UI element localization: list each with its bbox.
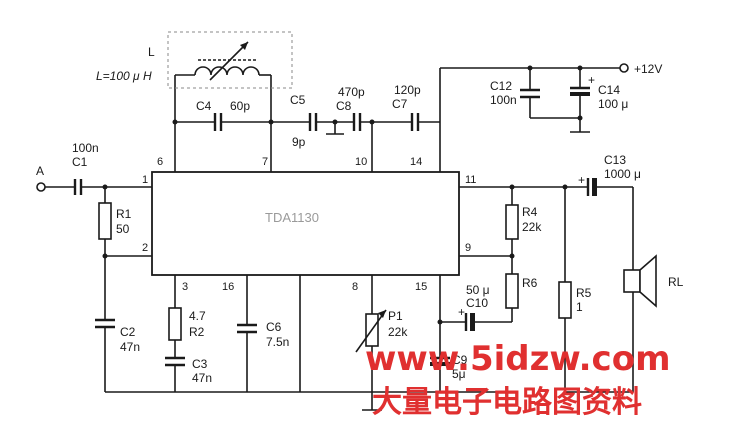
pin-1: 1 — [142, 174, 148, 186]
c14-value: 100 μ — [598, 97, 628, 111]
inductor-shield — [167, 31, 293, 89]
pin-3: 3 — [182, 281, 188, 293]
supply-terminal — [619, 63, 629, 73]
c3-name: C3 — [192, 357, 208, 371]
c12-value: 100n — [490, 93, 517, 107]
pin-16: 16 — [222, 281, 234, 293]
pin-9: 9 — [465, 242, 471, 254]
r5-resistor — [558, 281, 572, 319]
c6-value: 7.5n — [266, 335, 289, 349]
p1-wiper — [355, 309, 387, 353]
p1-name: P1 — [388, 309, 403, 323]
rl-name: RL — [668, 275, 684, 289]
pin-7: 7 — [262, 156, 268, 168]
c5-name: C5 — [290, 93, 306, 107]
c5-value: 9p — [292, 135, 306, 149]
input-terminal — [36, 182, 46, 192]
pin-2: 2 — [142, 242, 148, 254]
c10-value: 50 μ — [466, 283, 490, 297]
inductor-coil — [194, 66, 260, 76]
c6-name: C6 — [266, 320, 282, 334]
c4-name: C4 — [196, 99, 212, 113]
c2-name: C2 — [120, 325, 136, 339]
r5-value: 1 — [576, 300, 583, 314]
r2-value: 4.7 — [189, 309, 206, 323]
pin-14: 14 — [410, 156, 422, 168]
c9-name: C9 — [452, 353, 468, 367]
pin-10: 10 — [355, 156, 367, 168]
svg-text:+: + — [588, 73, 595, 87]
r4-resistor — [505, 204, 519, 240]
c1-value: 100n — [72, 141, 99, 155]
ic-body — [151, 171, 460, 276]
svg-text:+: + — [458, 305, 465, 319]
c14-name: C14 — [598, 83, 620, 97]
c10-name: C10 — [466, 296, 488, 310]
r2-resistor — [168, 307, 182, 341]
svg-text:+: + — [578, 173, 585, 187]
c13-value: 1000 μ — [604, 167, 641, 181]
ic-label: TDA1130 — [265, 210, 319, 225]
c8-name: C8 — [336, 99, 352, 113]
r1-resistor — [98, 202, 112, 240]
c3-value: 47n — [192, 371, 212, 385]
pin-11: 11 — [465, 174, 476, 186]
r6-resistor — [505, 273, 519, 309]
r2-name: R2 — [189, 325, 205, 339]
watermark-text: 大量电子电路图资料 — [372, 385, 642, 420]
c9-value: 5μ — [452, 367, 466, 381]
input-label: A — [36, 164, 44, 178]
r4-value: 22k — [522, 220, 542, 234]
pin-6: 6 — [157, 156, 163, 168]
c7-value: 120p — [394, 83, 421, 97]
c12-name: C12 — [490, 79, 512, 93]
c4-value: 60p — [230, 99, 250, 113]
watermark-url: www.5idzw.com — [365, 339, 671, 379]
r6-name: R6 — [522, 276, 538, 290]
pin-8: 8 — [352, 281, 358, 293]
c1-name: C1 — [72, 155, 88, 169]
r4-name: R4 — [522, 205, 538, 219]
r1-value: 50 — [116, 222, 130, 236]
c7-name: C7 — [392, 97, 408, 111]
inductor-value: L=100 μ H — [96, 69, 152, 83]
c13-name: C13 — [604, 153, 626, 167]
p1-value: 22k — [388, 325, 408, 339]
pin-15: 15 — [415, 281, 427, 293]
c8-value: 470p — [338, 85, 365, 99]
r5-name: R5 — [576, 286, 592, 300]
speaker — [623, 269, 641, 293]
r1-name: R1 — [116, 207, 132, 221]
inductor-name: L — [148, 45, 155, 59]
c2-value: 47n — [120, 340, 140, 354]
supply-label: +12V — [634, 62, 662, 76]
